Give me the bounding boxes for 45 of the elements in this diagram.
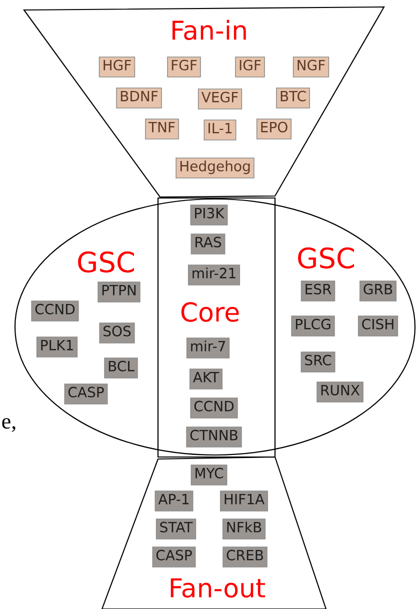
gene-box: PI3K — [190, 204, 228, 226]
gene-box: mir-21 — [188, 264, 240, 286]
gene-box: STAT — [156, 518, 196, 540]
gene-box: BTC — [276, 88, 310, 108]
gene-box: CISH — [358, 316, 398, 336]
gene-box: CASP — [64, 384, 108, 404]
gene-box: CREB — [222, 546, 268, 568]
heading: Fan-in — [172, 20, 246, 40]
gene-box: CTNNB — [186, 426, 242, 448]
gsc-ellipse — [14, 198, 416, 456]
gene-box: SOS — [99, 322, 135, 344]
gene-box: Hedgehog — [176, 158, 254, 178]
funnel-trapezoid — [101, 456, 327, 609]
gene-box: RAS — [190, 234, 226, 254]
gene-box: FGF — [167, 56, 201, 78]
gene-box: NFkB — [222, 518, 266, 540]
gene-box: CCND — [190, 398, 238, 418]
gene-box: NGF — [292, 56, 330, 78]
gene-box: PTPN — [98, 282, 140, 302]
gene-box: mir-7 — [186, 338, 230, 358]
gene-box: HGF — [98, 56, 136, 78]
gene-box: EPO — [256, 118, 292, 140]
gene-box: AP-1 — [154, 490, 194, 512]
gene-box: CASP — [152, 546, 196, 568]
gene-box: IL-1 — [204, 120, 236, 140]
gene-box: RUNX — [316, 382, 364, 402]
gene-box: VEGF — [198, 88, 242, 110]
gene-box: SRC — [300, 352, 336, 372]
gene-box: AKT — [190, 368, 223, 390]
gene-box: HIF1A — [220, 490, 268, 512]
gene-box: PLCG — [291, 316, 335, 336]
heading: Fan-out — [170, 578, 266, 598]
gene-box: BCL — [104, 358, 138, 378]
gene-box: IGF — [235, 56, 265, 78]
gene-box: TNF — [145, 118, 179, 140]
gene-box: MYC — [190, 464, 228, 486]
gene-box: ESR — [300, 280, 336, 302]
heading: GSC — [78, 251, 134, 273]
heading: Core — [181, 302, 239, 322]
text-fragment: e, — [2, 418, 16, 432]
heading: GSC — [298, 247, 354, 269]
gene-box: PLK1 — [36, 336, 78, 358]
gene-box: CCND — [31, 300, 79, 322]
gene-box: BDNF — [116, 88, 162, 108]
gene-box: GRB — [360, 280, 396, 302]
